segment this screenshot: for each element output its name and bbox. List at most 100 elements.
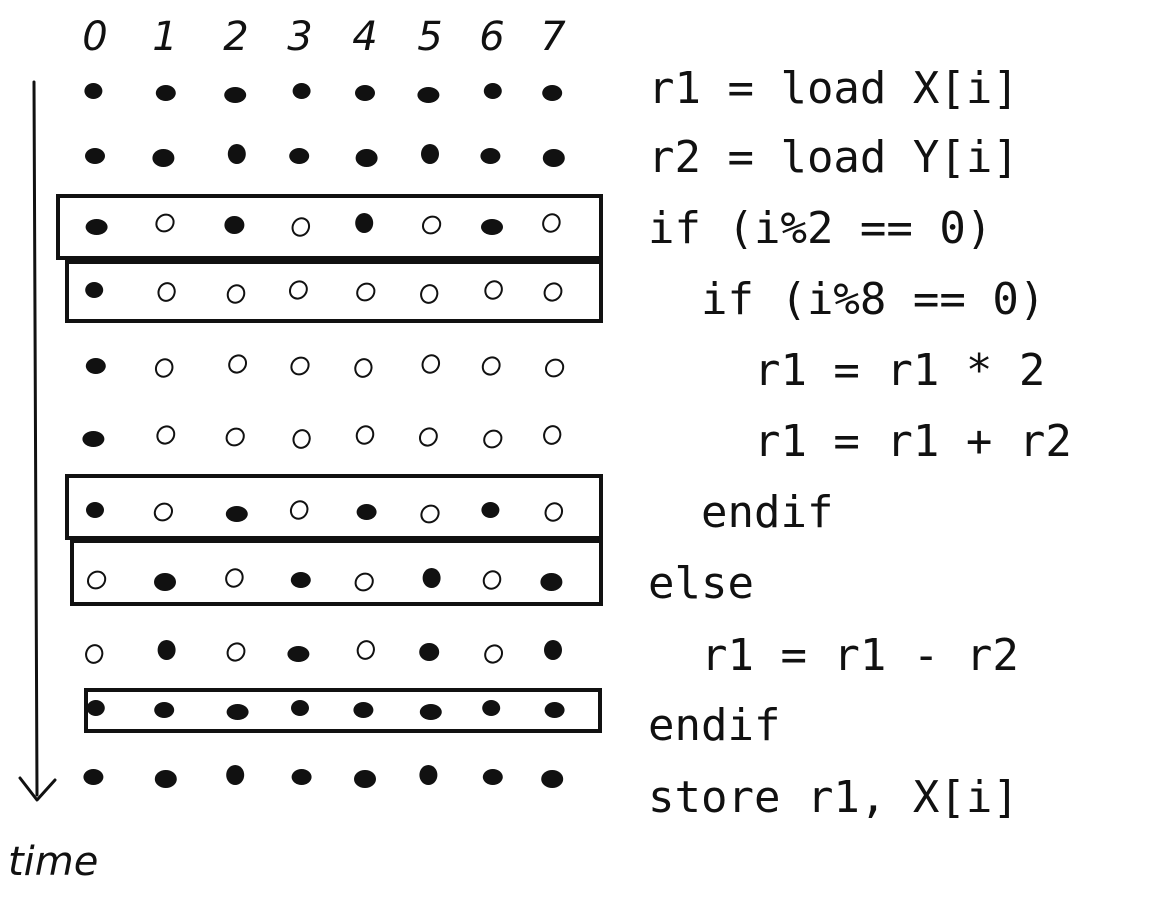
active-thread-dot [353,702,374,718]
lane-label-0: 0 [82,14,107,60]
active-thread-dot [422,568,441,588]
inactive-thread-dot [354,358,373,378]
active-thread-dot [85,358,106,374]
inactive-thread-dot [543,282,563,302]
time-axis: time [8,80,98,885]
lane-label-1: 1 [152,14,177,60]
active-thread-dot [354,770,376,788]
active-thread-dot [227,144,246,164]
inactive-thread-dot [418,427,438,447]
active-thread-dot [154,573,176,591]
active-thread-dot [157,640,176,660]
active-thread-dot [85,282,104,298]
inactive-thread-dot [484,644,504,664]
code-line-3: if (i%8 == 0) [648,274,1045,325]
active-thread-dot [483,83,502,99]
active-thread-dot [542,85,563,101]
inactive-thread-dot [226,642,246,662]
inactive-thread-dot [86,570,107,590]
inactive-thread-dot [292,429,311,449]
inactive-thread-dot [544,358,565,378]
active-thread-dot [291,769,312,785]
inactive-thread-dot [420,504,440,524]
code-line-2: if (i%2 == 0) [648,203,992,254]
time-axis-label: time [8,839,98,885]
active-thread-dot [540,573,563,591]
inactive-thread-dot [154,358,174,378]
active-thread-dot [417,87,440,103]
inactive-thread-dot [542,213,561,233]
inactive-thread-dot [421,354,441,374]
active-thread-dot [86,700,105,716]
active-thread-dot [225,506,248,522]
divergence-boxes [56,194,603,733]
inactive-thread-dot [289,500,309,520]
inactive-thread-dot [291,217,311,237]
active-thread-dot [355,85,375,101]
active-thread-dot [356,504,377,520]
inactive-thread-dot [483,429,503,449]
inactive-thread-dot [153,502,174,522]
thread-dots [82,83,565,788]
active-thread-dot [481,219,503,235]
inactive-thread-dot [225,568,244,588]
code-line-9: endif [648,700,780,751]
inactive-thread-dot [543,425,562,445]
divergence-box-row-3 [65,260,603,323]
inactive-thread-dot [421,215,442,235]
inactive-thread-dot [356,282,376,302]
inactive-thread-dot [157,282,176,302]
active-thread-dot [355,149,378,167]
lane-label-3: 3 [287,14,312,60]
active-thread-dot [155,85,176,101]
active-thread-dot [292,83,311,99]
code-line-4: r1 = r1 * 2 [648,345,1045,396]
divergence-box-row-7 [70,539,603,606]
code-line-7: else [648,558,754,609]
active-thread-dot [421,144,439,164]
active-thread-dot [419,643,440,661]
inactive-thread-dot [356,640,375,660]
inactive-thread-dot [354,572,374,592]
active-thread-dot [84,83,103,99]
active-thread-dot [224,87,247,103]
inactive-thread-dot [85,644,104,664]
code-line-8: r1 = r1 - r2 [648,630,1019,681]
inactive-thread-dot [420,284,439,304]
inactive-thread-dot [228,354,248,374]
inactive-thread-dot [226,284,246,304]
code-line-5: r1 = r1 + r2 [648,416,1072,467]
active-thread-dot [85,148,105,164]
code-line-1: r2 = load Y[i] [648,132,1019,183]
divergence-box-row-6 [65,474,603,540]
code-line-0: r1 = load X[i] [648,63,1019,114]
active-thread-dot [541,770,564,788]
active-thread-dot [355,213,374,233]
active-thread-dot [154,702,175,718]
active-thread-dot [482,700,501,716]
lane-label-4: 4 [352,14,377,60]
time-arrow-shaft [32,80,39,797]
active-thread-dot [544,702,565,718]
active-thread-dot [289,148,310,164]
active-thread-dot [290,572,311,588]
inactive-thread-dot [290,356,310,376]
inactive-thread-dot [484,280,503,300]
code-listing: r1 = load X[i] r2 = load Y[i] if (i%2 == 0… [648,63,1072,823]
lane-label-6: 6 [479,14,504,60]
active-thread-dot [480,148,501,164]
lane-label-2: 2 [223,14,248,60]
active-thread-dot [291,700,309,716]
inactive-thread-dot [156,425,176,445]
code-line-6: endif [648,487,833,538]
active-thread-dot [83,769,104,785]
divergence-box-row-9 [84,688,602,733]
inactive-thread-dot [481,356,501,376]
active-thread-dot [152,149,175,167]
time-arrow-head [18,776,57,802]
inactive-thread-dot [482,570,502,590]
active-thread-dot [226,765,245,785]
active-thread-dot [544,640,562,660]
